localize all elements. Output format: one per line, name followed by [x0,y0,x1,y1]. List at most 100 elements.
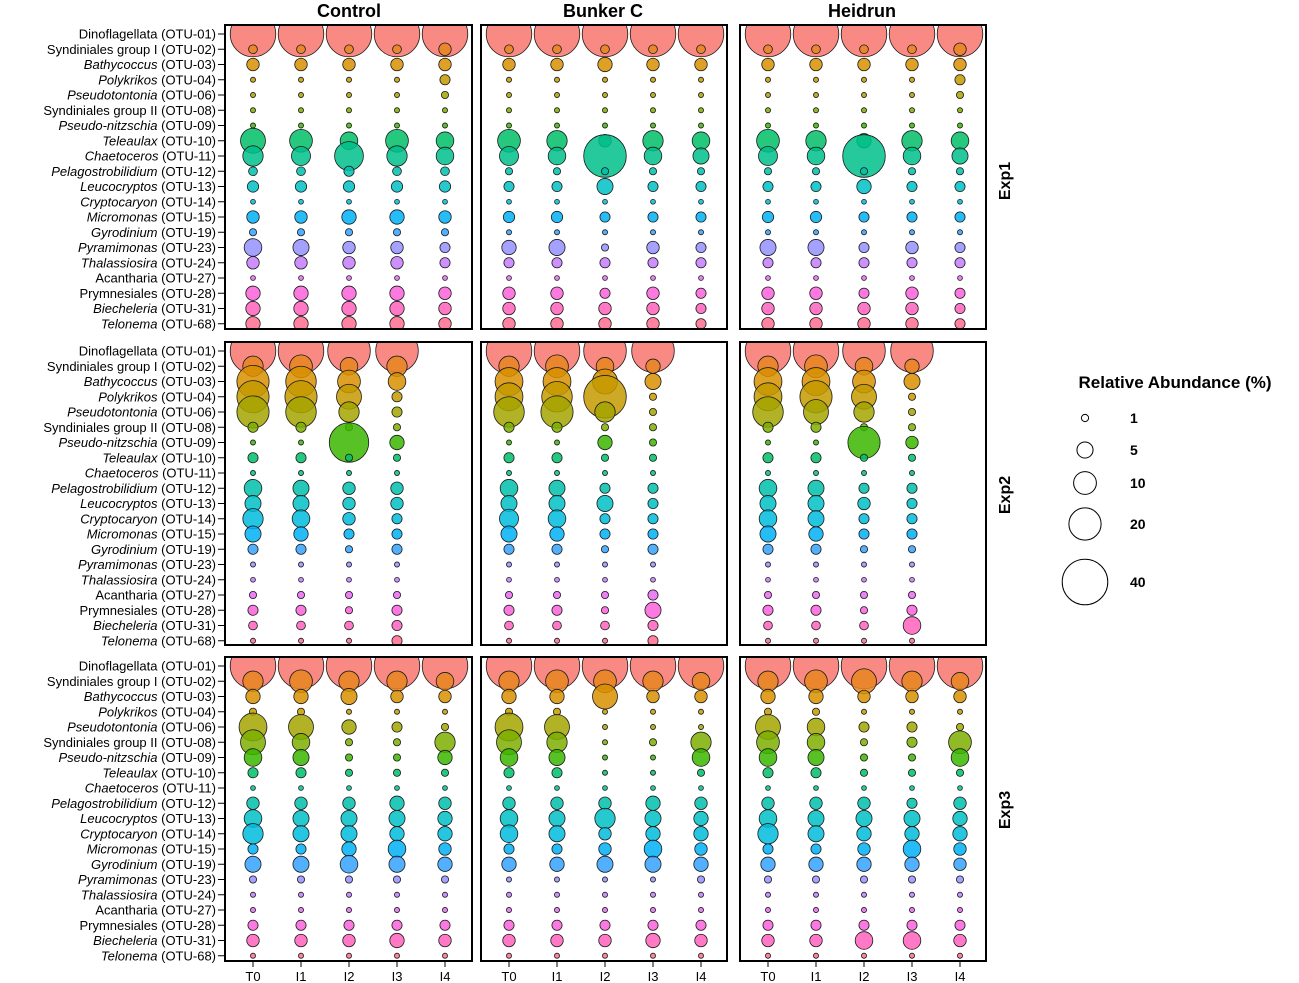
bubble [506,576,512,583]
bubble [854,931,874,950]
bubble [506,76,512,83]
bubble [598,301,612,316]
bubble [440,875,449,884]
bubble [392,166,402,177]
bubble [506,198,512,205]
bubble [695,287,707,299]
bubble [503,604,515,616]
bubble [903,373,921,390]
facet-title-exp3: Exp3 [997,791,1014,829]
bubble [439,242,451,253]
bubble [442,891,448,898]
bubble [861,576,867,583]
y-tick-label: Dinoflagellata (OTU-01) [79,659,216,674]
bubble [650,561,656,568]
bubble [392,228,401,237]
bubble [503,543,515,555]
bubble [646,240,660,255]
bubble [292,855,310,873]
bubble [909,576,915,583]
bubble [298,76,304,83]
x-tick-label: I1 [296,969,307,983]
bubble [549,526,565,542]
y-tick-label: Teleaulax (OTU-10) [102,133,216,148]
bubble [242,145,264,167]
bubble [761,317,775,329]
legend-size-label: 40 [1130,574,1146,590]
x-tick-label: I3 [392,969,403,983]
bubble [438,796,452,810]
bubble [598,796,612,810]
bubble [442,107,448,114]
bubble [442,708,448,715]
panel-frame [224,656,473,962]
bubble [502,286,516,300]
bubble [533,25,581,58]
legend-size-label: 10 [1130,475,1146,491]
bubble [861,229,867,236]
bubble [394,708,400,715]
bubble [291,733,311,752]
bubble [905,689,919,704]
bubble [765,561,771,568]
bubble [346,470,352,476]
bubble [953,57,967,72]
bubble [599,528,611,540]
panel-exp1-heidrun [739,24,987,330]
y-tick-label: Leucocryptos (OTU-13) [80,179,216,194]
bubble [389,209,405,225]
bubble [298,107,304,114]
bubble [293,300,309,317]
bubble [390,256,404,270]
bubble [394,470,400,476]
bubble [346,76,352,83]
bubble [600,44,610,55]
bubble [647,257,659,269]
bubble [373,25,421,58]
bubble [860,606,869,615]
bubble [292,479,310,497]
bubble [342,496,356,511]
bubble [294,933,308,948]
bubble [504,591,513,600]
bubble [810,257,822,269]
bubble [602,907,608,913]
bubble [394,952,400,959]
bubble [389,316,405,329]
bubble [246,256,260,270]
panel-exp3-bunker-c [480,656,728,962]
bubble [762,421,774,433]
bubble [694,796,708,810]
bubble [548,810,566,827]
bubble [392,591,401,600]
bubble [502,210,516,224]
bubble [244,855,262,873]
bubble [341,285,357,301]
bubble [599,919,611,931]
bubble [343,165,355,177]
y-tick-label: Gyrodinium (OTU-19) [91,542,216,557]
bubble [698,229,704,236]
bubble [906,482,918,494]
bubble [601,591,610,600]
bubble [554,891,560,898]
bubble [904,826,920,842]
bubble [247,604,259,616]
bubble [391,543,403,555]
bubble [695,242,707,253]
bubble [503,257,515,269]
bubble [649,423,658,432]
y-tick-label: Pelagostrobilidium (OTU-12) [51,164,216,179]
panel-exp1-control [224,24,473,330]
bubble [648,44,658,55]
bubble [551,257,563,269]
bubble [758,748,778,767]
bubble [551,919,563,931]
bubble [861,785,867,791]
bubble [437,749,453,766]
bubble [602,754,608,761]
bubble [550,286,564,300]
bubble [811,44,821,55]
bubble [293,285,309,301]
bubble [860,753,869,762]
